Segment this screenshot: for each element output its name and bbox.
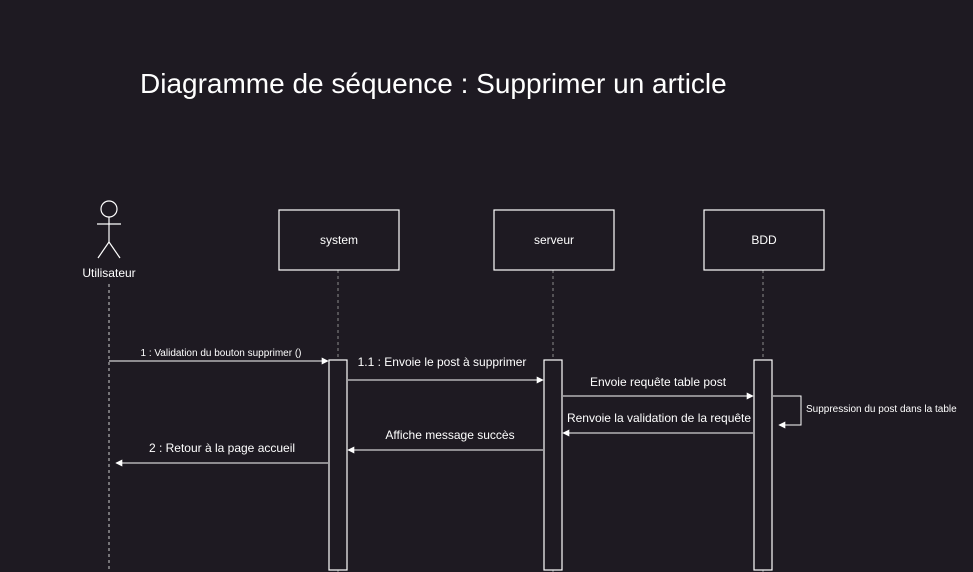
participant-box: [493, 209, 615, 271]
message-affiche-succes: Affiche message succès: [347, 428, 543, 454]
message-2: 2 : Retour à la page accueil: [115, 441, 328, 467]
message-arrow: [773, 395, 802, 429]
message-label: Envoie requête table post: [590, 375, 727, 389]
message-1: 1 : Validation du bouton supprimer (): [109, 348, 329, 365]
participant-system: system: [278, 209, 400, 271]
participant-label: BDD: [751, 233, 777, 247]
participant-label: serveur: [534, 233, 574, 247]
activation-bar-bdd: [753, 359, 773, 571]
actor-head: [100, 200, 118, 218]
message-1-1: 1.1 : Envoie le post à supprimer: [348, 355, 544, 384]
activation-bar-serveur: [543, 359, 563, 571]
activation-bar-system: [328, 359, 348, 571]
message-label: 1.1 : Envoie le post à supprimer: [358, 355, 527, 369]
participant-box: [703, 209, 825, 271]
message-self-suppression: Suppression du post dans la table: [773, 395, 957, 429]
message-label: 1 : Validation du bouton supprimer (): [140, 348, 301, 359]
participant-box: [278, 209, 400, 271]
participant-serveur: serveur: [493, 209, 615, 271]
actor-right-leg: [108, 241, 121, 259]
actor-left-leg: [97, 241, 110, 259]
message-envoie-requete: Envoie requête table post: [563, 375, 754, 400]
actor-label: Utilisateur: [82, 266, 135, 280]
participant-bdd: BDD: [703, 209, 825, 271]
participant-label: system: [320, 233, 358, 247]
message-label: Affiche message succès: [385, 428, 514, 442]
actor-utilisateur: Utilisateur: [82, 200, 136, 280]
message-label: Suppression du post dans la table: [806, 404, 957, 415]
message-renvoie-validation: Renvoie la validation de la requête: [562, 411, 753, 437]
message-label: 2 : Retour à la page accueil: [149, 441, 295, 455]
message-label: Renvoie la validation de la requête: [567, 411, 751, 425]
diagram-title: Diagramme de séquence : Supprimer un art…: [140, 68, 727, 99]
